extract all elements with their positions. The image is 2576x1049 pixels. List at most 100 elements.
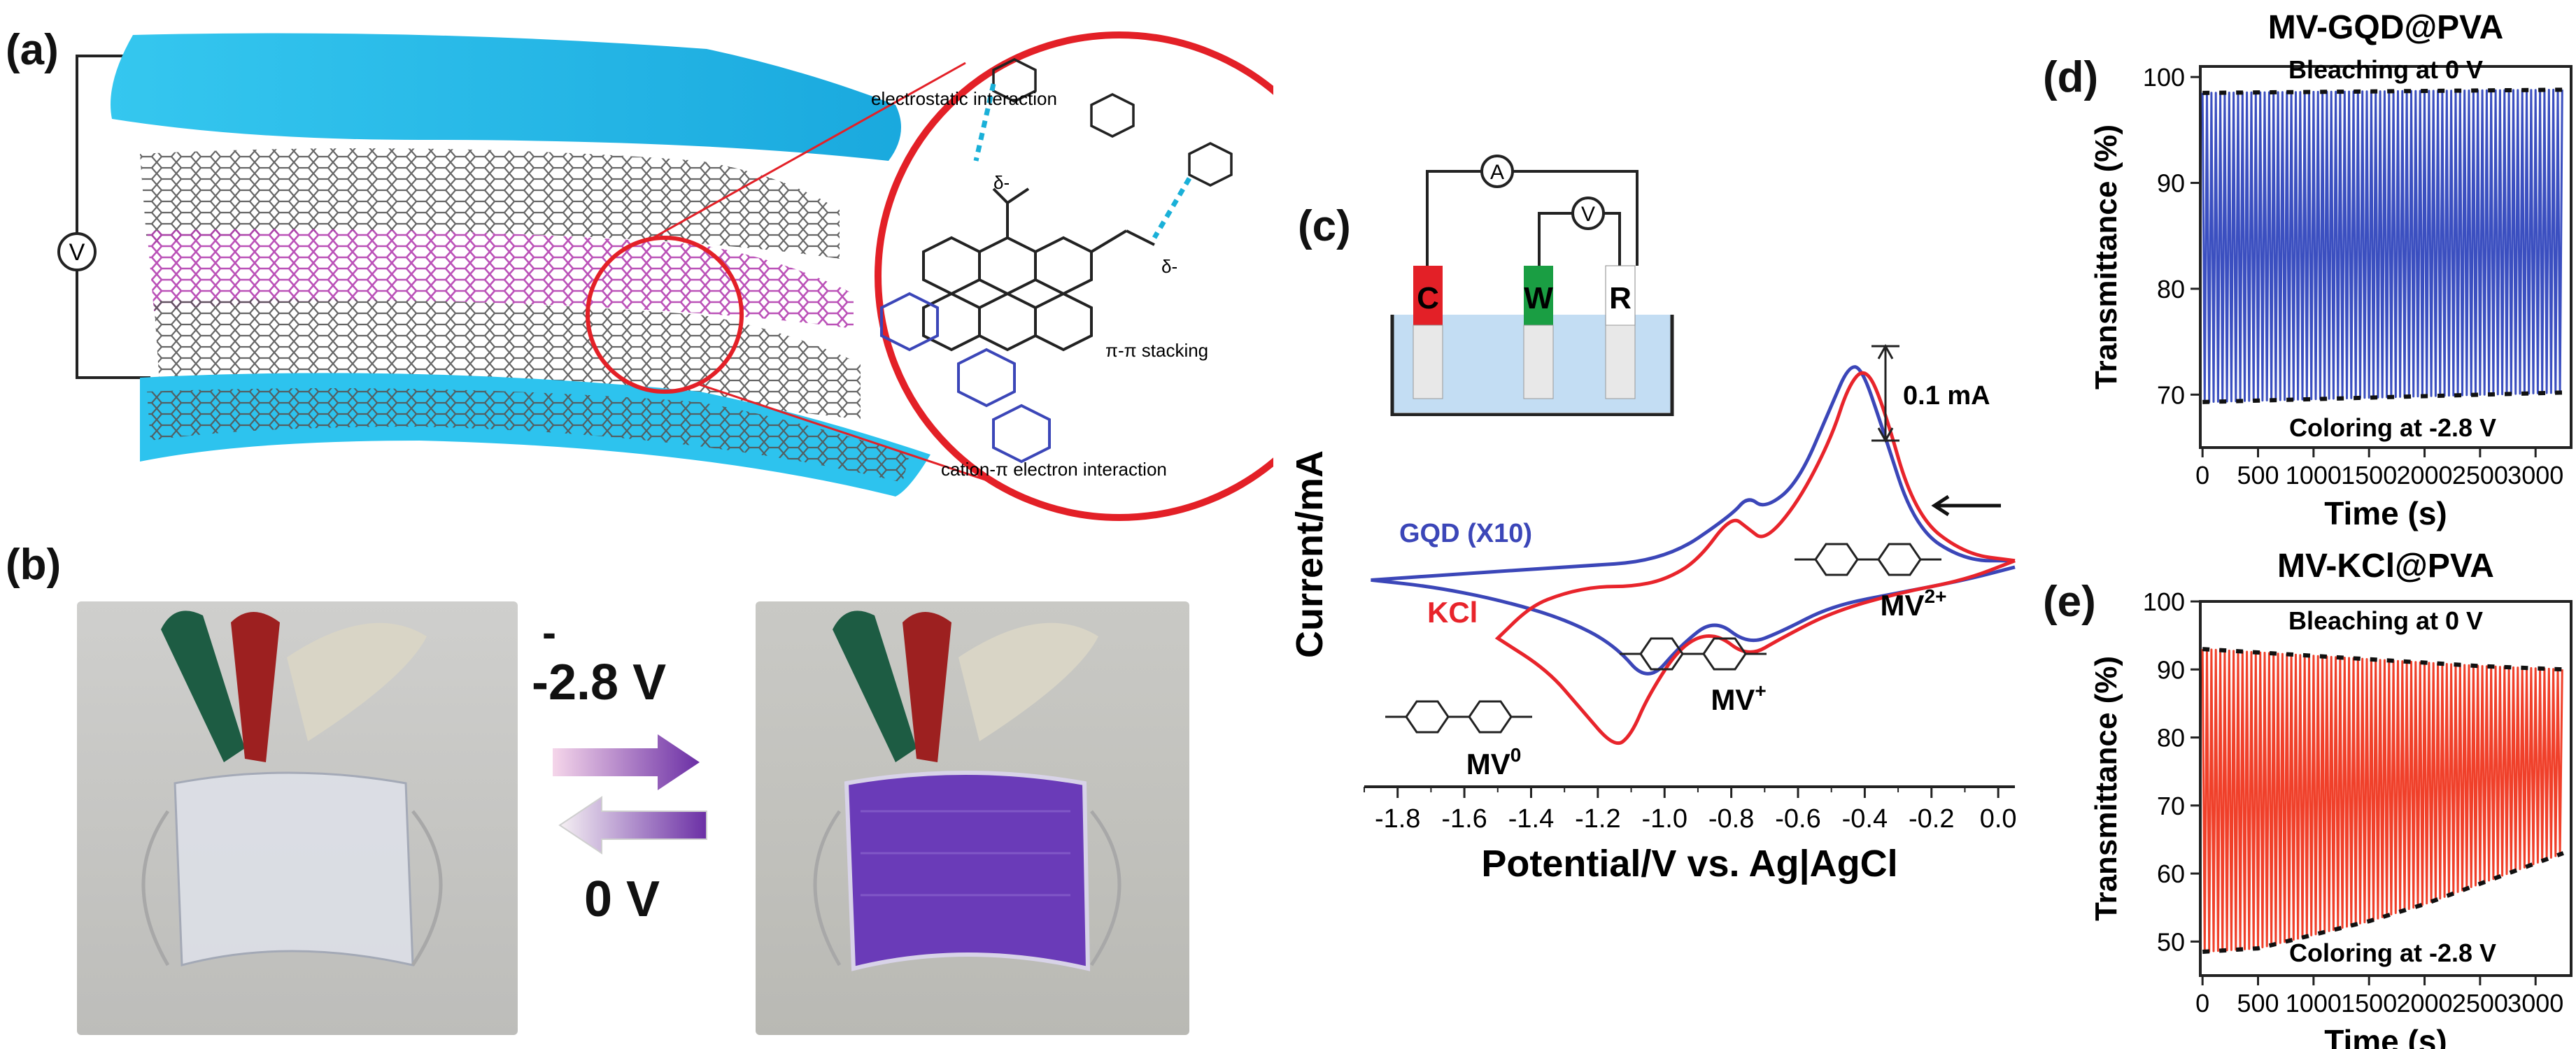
mv0-ring xyxy=(1468,700,1513,734)
clip-green-2 xyxy=(833,611,917,762)
x-tick-label: 1500 xyxy=(2341,461,2397,490)
panel-label-d: (d) xyxy=(2043,53,2099,101)
plot-frame xyxy=(2199,600,2573,977)
chart-title: MV-KCl@PVA xyxy=(2277,548,2494,585)
bleaching-label: Bleaching at 0 V xyxy=(2288,606,2483,635)
x-tick-label-c: -1.8 xyxy=(1375,804,1420,834)
x-tick-label-c: 0.0 xyxy=(1980,804,2017,834)
x-axis-label: Time (s) xyxy=(2324,1023,2447,1049)
coloring-label: Coloring at -2.8 V xyxy=(2289,413,2496,442)
y-tick-label: 60 xyxy=(2157,859,2185,888)
top-electrode-film xyxy=(111,33,901,161)
clip-red-2 xyxy=(903,612,951,762)
voltmeter-label: V xyxy=(69,239,85,266)
clip-white-1 xyxy=(287,622,427,741)
x-tick-label-c: -1.4 xyxy=(1508,804,1554,834)
y-tick-label: 90 xyxy=(2157,655,2185,684)
electrode-c xyxy=(1413,266,1443,325)
annotation-pi-stacking: π-π stacking xyxy=(1105,340,1208,361)
annotation-cation-pi: cation-π electron interaction xyxy=(941,459,1167,480)
minus-mark: - xyxy=(542,609,556,656)
coloring-label: Coloring at -2.8 V xyxy=(2289,939,2496,967)
y-tick-label: 90 xyxy=(2157,169,2185,198)
clip-red-1 xyxy=(231,612,280,762)
zoom-line-bottom xyxy=(699,383,1015,491)
series-label-kcl: KCl xyxy=(1427,596,1478,629)
plot-frame xyxy=(2199,65,2573,449)
x-tick-label-c: -0.6 xyxy=(1775,804,1820,834)
panel-label-b: (b) xyxy=(6,541,62,589)
x-tick-label: 2500 xyxy=(2452,461,2508,490)
charge-label-1: δ- xyxy=(993,172,1010,193)
x-tick-label: 0 xyxy=(2195,989,2209,1018)
mv2plus xyxy=(1795,543,1941,576)
arrow-right xyxy=(553,734,700,790)
film-colored xyxy=(844,771,1091,971)
x-tick-label-c: -1.2 xyxy=(1575,804,1620,834)
x-tick-label: 500 xyxy=(2237,461,2279,490)
arrow-left xyxy=(558,796,707,855)
y-axis-label-c: Current/mA xyxy=(1289,450,1331,658)
x-tick-label-c: -0.4 xyxy=(1842,804,1888,834)
x-tick-label-c: -0.8 xyxy=(1708,804,1754,834)
mv2plus-label: MV2+ xyxy=(1881,585,1947,622)
x-axis-label-c: Potential/V vs. Ag|AgCl xyxy=(1481,843,1897,885)
x-tick-label: 2500 xyxy=(2452,989,2508,1018)
cell-voltmeter-symbol xyxy=(1571,197,1605,230)
molecule-sketch xyxy=(922,187,1155,352)
panel-label-c: (c) xyxy=(1298,202,1351,250)
cv-curve-kcl xyxy=(1494,371,2016,745)
ammeter-symbol xyxy=(1480,155,1514,188)
mvplus-ring xyxy=(1702,637,1747,671)
annotation-electrostatic: electrostatic interaction xyxy=(871,88,1057,109)
mv0 xyxy=(1385,700,1532,734)
y-axis-label: Transmittance (%) xyxy=(2089,656,2123,921)
x-tick-label: 2000 xyxy=(2396,461,2452,490)
cv-chart: -1.8 -1.6 -1.4 -1.2 -1.0 -0.8 -0.6 -0.4 -0.2 0.0P… xyxy=(1289,343,2017,885)
bleaching-envelope xyxy=(2202,647,2564,672)
electrode-c-label: C xyxy=(1417,281,1439,315)
coloring-envelope xyxy=(2202,851,2564,954)
charge-label-2: δ- xyxy=(1161,256,1177,277)
x-tick-label: 1000 xyxy=(2286,989,2342,1018)
y-axis-label: Transmittance (%) xyxy=(2089,124,2123,390)
zoom-line-top xyxy=(650,62,966,241)
zoom-origin-circle xyxy=(586,236,744,394)
switch-arrows xyxy=(553,734,707,855)
electrode-r-label: R xyxy=(1609,281,1632,315)
bleaching-label: Bleaching at 0 V xyxy=(2288,55,2483,84)
cell-voltmeter-label: V xyxy=(1581,203,1595,226)
clip-green-1 xyxy=(161,611,245,762)
mv0-ring xyxy=(1405,700,1450,734)
x-tick-label-c: -0.2 xyxy=(1909,804,1954,834)
y-tick-label: 70 xyxy=(2157,792,2185,820)
x-tick-label: 1000 xyxy=(2286,461,2342,490)
x-tick-label: 2000 xyxy=(2396,989,2452,1018)
scale-bar-arrows xyxy=(1877,343,1894,443)
device-photo-colored xyxy=(756,601,1189,1035)
scan-direction-arrow xyxy=(1931,494,2001,517)
mvplus-label: MV+ xyxy=(1711,680,1766,716)
electrode-w-label: W xyxy=(1524,281,1553,315)
viologen-blue xyxy=(880,292,1051,464)
x-tick-label-c: -1.6 xyxy=(1441,804,1487,834)
y-tick-label: 80 xyxy=(2157,275,2185,304)
y-tick-label: 70 xyxy=(2157,380,2185,409)
mv0-label: MV0 xyxy=(1466,744,1522,780)
series-label-gqd: GQD (X10) xyxy=(1399,519,1532,548)
x-tick-label: 3000 xyxy=(2507,461,2563,490)
mvplus xyxy=(1620,637,1767,671)
panel-label-a: (a) xyxy=(6,26,59,74)
y-tick-label: 80 xyxy=(2157,724,2185,752)
circuit-wire xyxy=(76,55,150,379)
mv2plus-ring xyxy=(1814,543,1859,576)
y-tick-label: 50 xyxy=(2157,927,2185,956)
x-tick-label: 1500 xyxy=(2341,989,2397,1018)
x-tick-label-c: -1.0 xyxy=(1641,804,1687,834)
transmittance-trace xyxy=(2201,648,2563,953)
voltage-forward-label: -2.8 V xyxy=(532,655,667,711)
transmittance-trace xyxy=(2201,88,2563,404)
x-axis-label: Time (s) xyxy=(2324,495,2447,531)
